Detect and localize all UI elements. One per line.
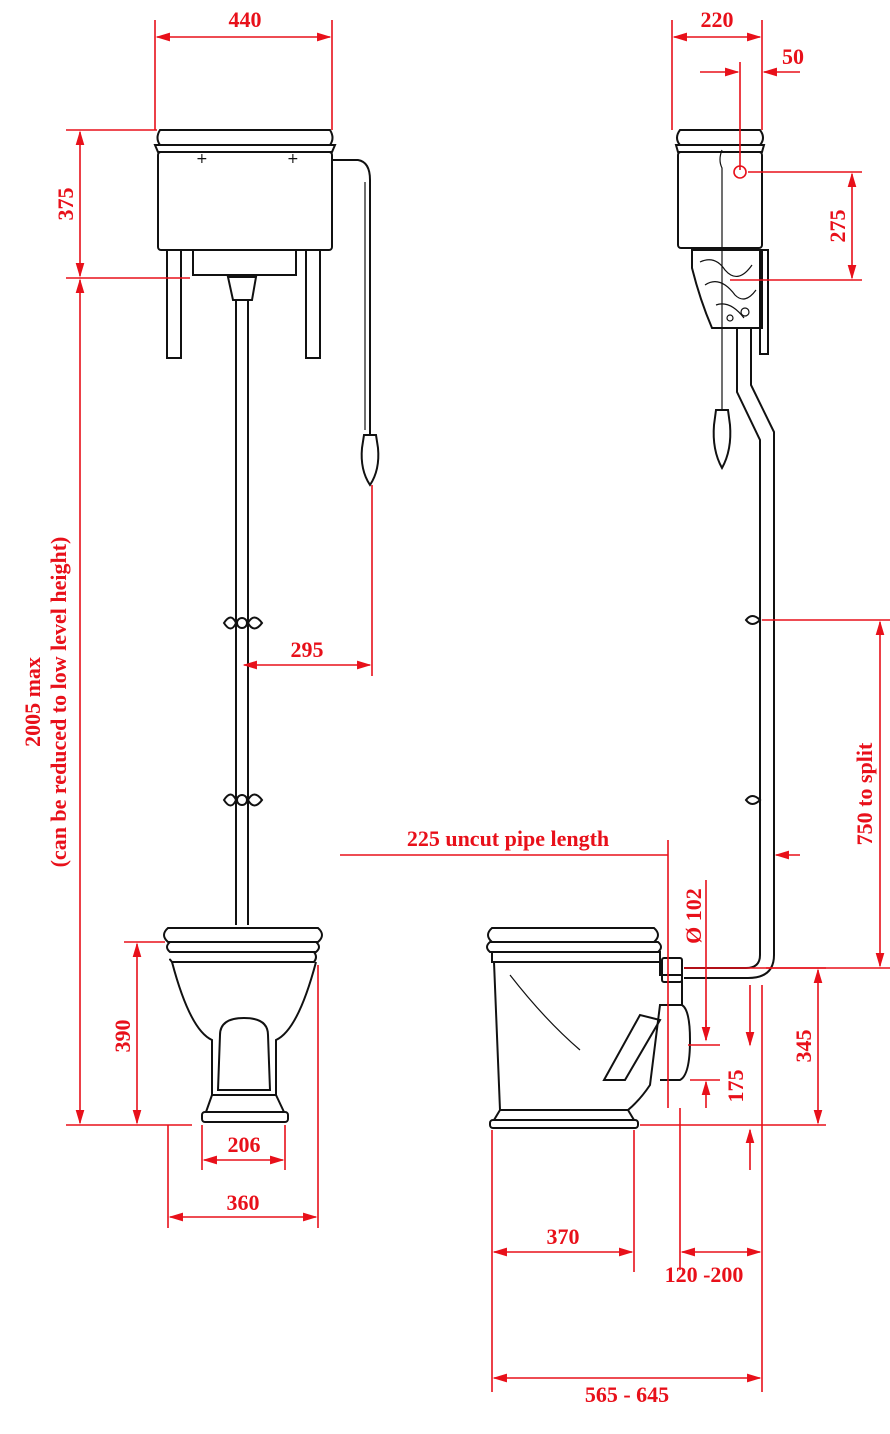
dim-175: 175 [723, 1070, 748, 1103]
front-dimensions [66, 20, 373, 1228]
dim-295: 295 [291, 637, 324, 662]
side-view [486, 129, 775, 1129]
dim-345: 345 [791, 1030, 816, 1063]
dimension-labels: 440 375 2005 max (can be reduced to low … [20, 7, 877, 1407]
dim-375: 375 [53, 188, 78, 221]
dim-565-645: 565 - 645 [585, 1382, 669, 1407]
dim-225-pipe-length: 225 uncut pipe length [407, 826, 609, 851]
dim-370: 370 [547, 1224, 580, 1249]
dim-206: 206 [228, 1132, 261, 1157]
dim-750-to-split: 750 to split [852, 742, 877, 845]
dim-275: 275 [825, 210, 850, 243]
dim-440: 440 [229, 7, 262, 32]
dim-120-200: 120 -200 [665, 1262, 744, 1287]
dim-390: 390 [110, 1020, 135, 1053]
dim-220: 220 [701, 7, 734, 32]
dim-2005-max: 2005 max [20, 657, 45, 747]
dim-360: 360 [227, 1190, 260, 1215]
dim-2005-note: (can be reduced to low level height) [46, 537, 71, 868]
svg-text:+: + [196, 151, 208, 167]
front-view: + + [153, 129, 380, 1123]
side-dimensions [340, 20, 890, 1392]
svg-text:+: + [287, 151, 299, 167]
dim-diameter-102: Ø 102 [681, 888, 706, 944]
dim-50: 50 [782, 44, 804, 69]
